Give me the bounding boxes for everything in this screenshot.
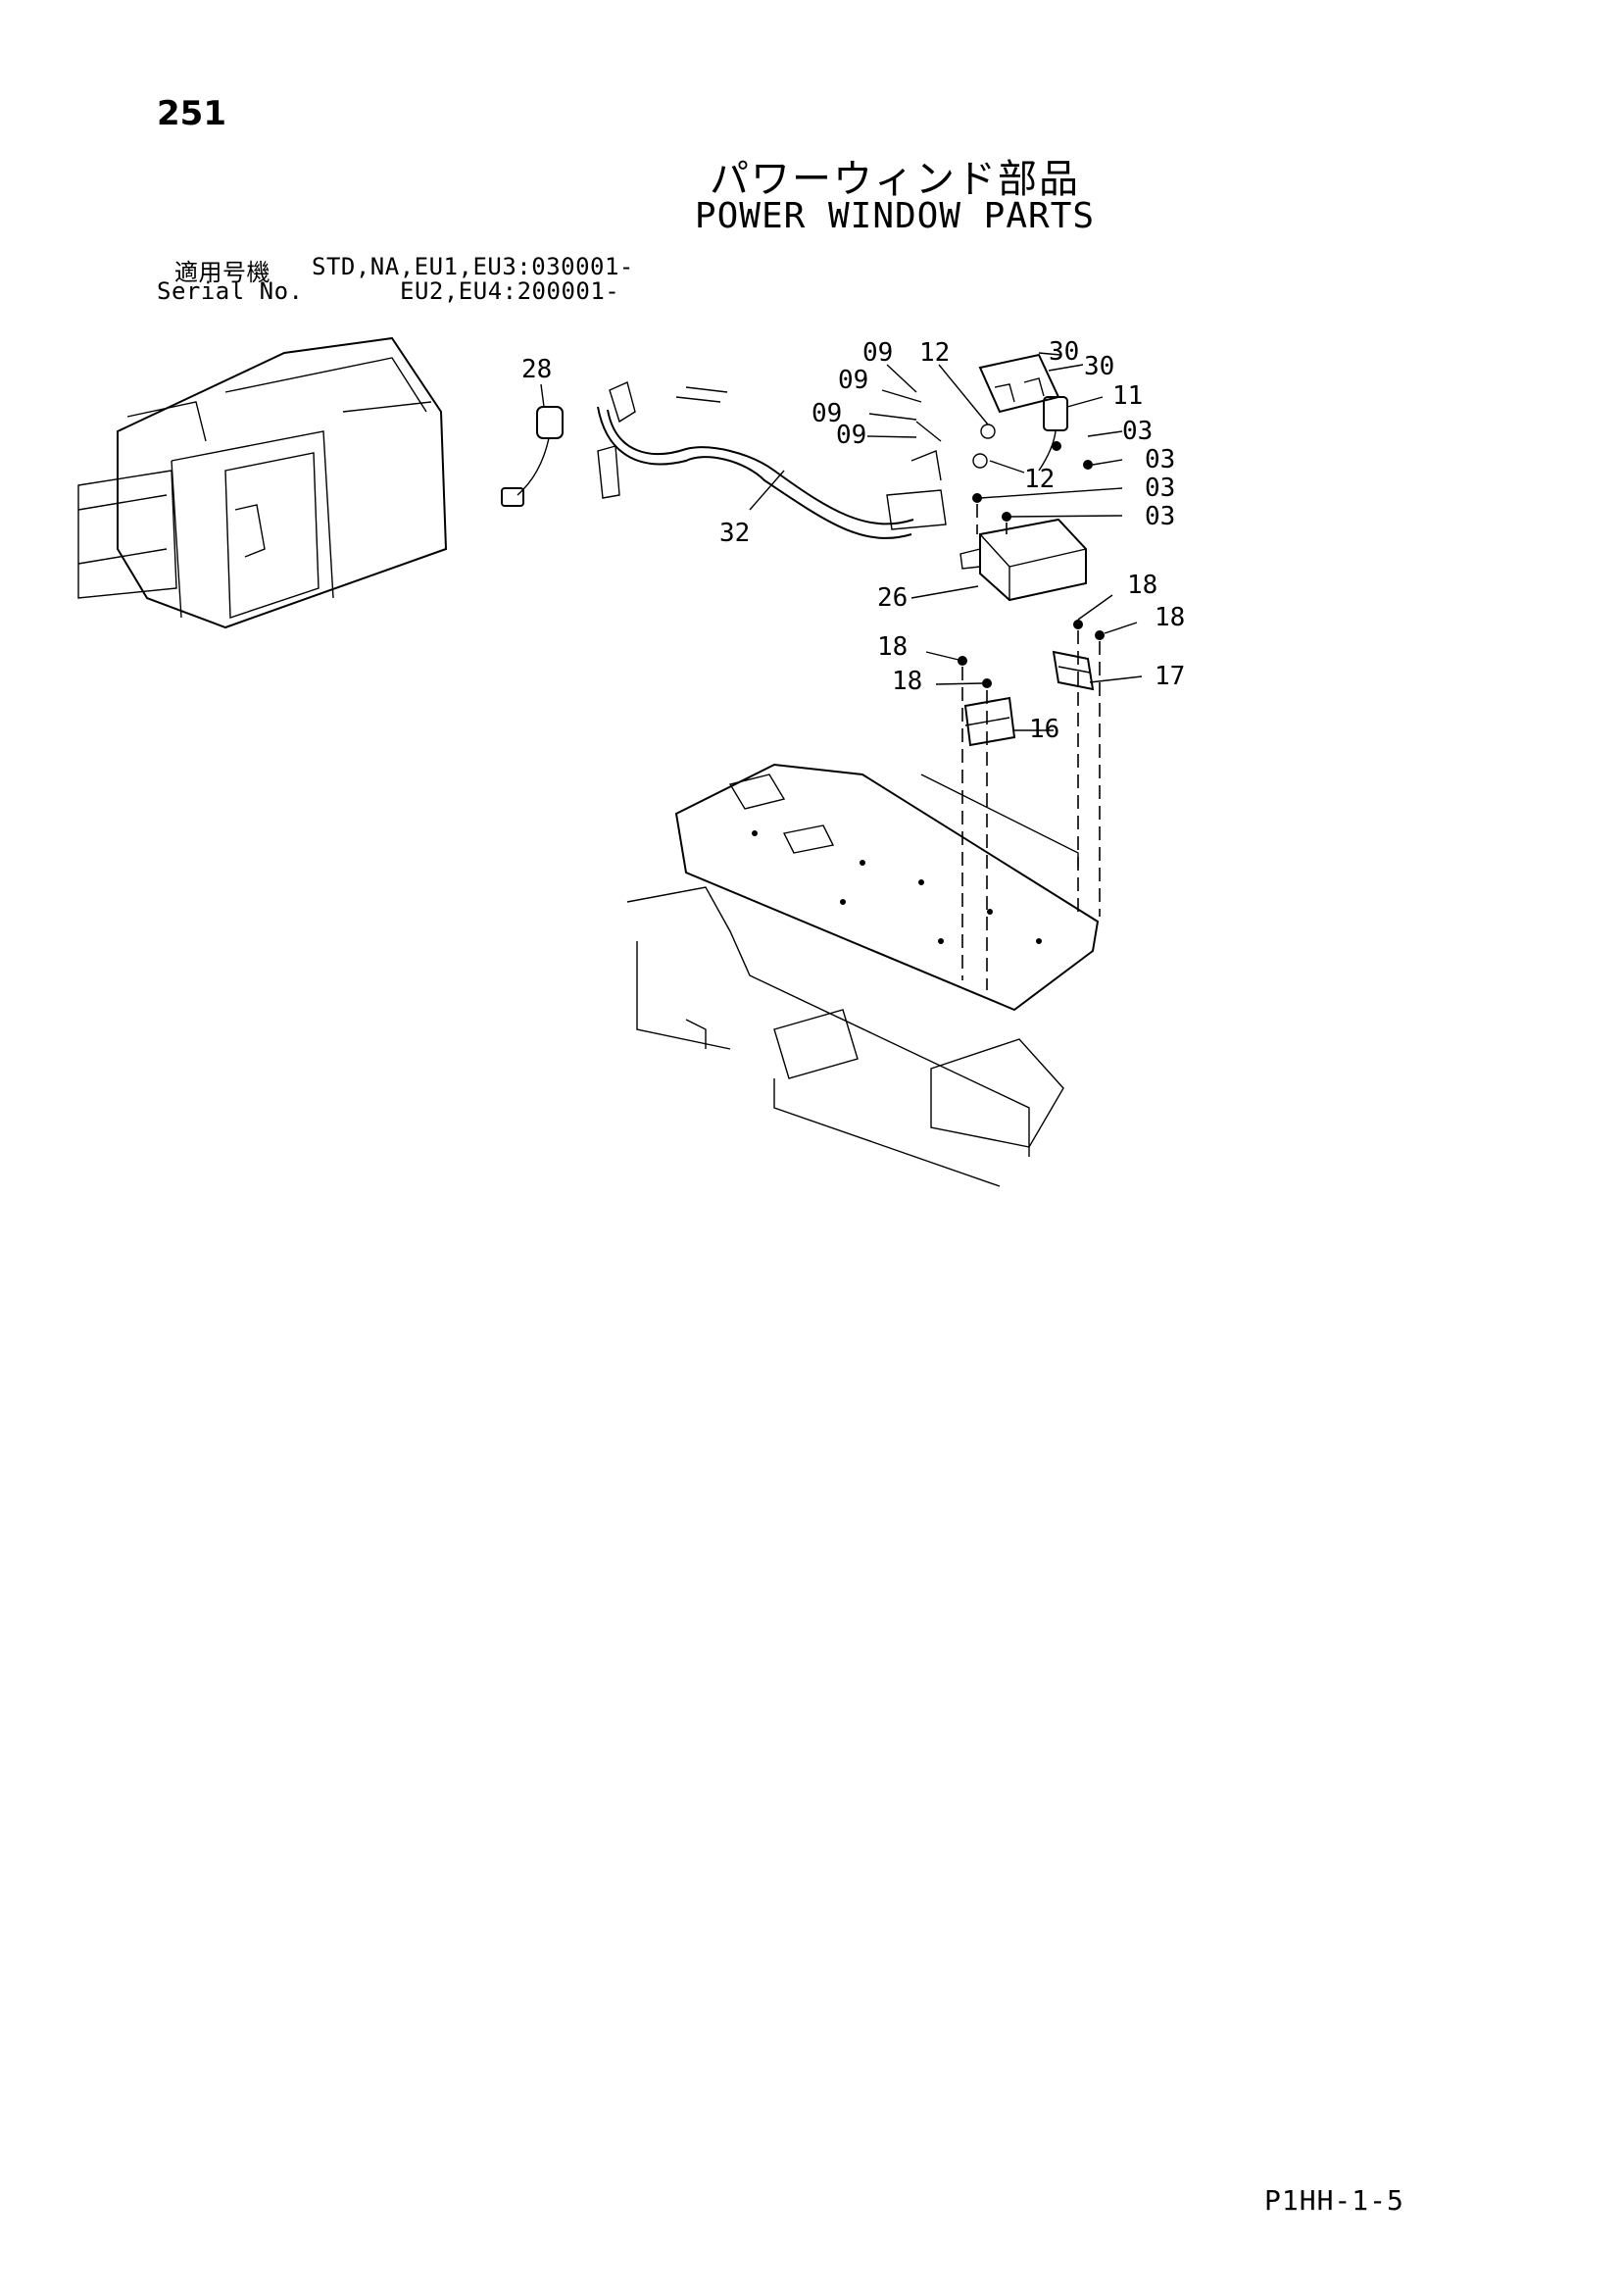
document-code: P1HH-1-5 [1264,2184,1404,2217]
callout-12-b: 12 [1024,465,1055,494]
callout-18-d: 18 [1155,603,1185,632]
bolts [958,441,1105,688]
callout-28: 28 [521,355,552,384]
callout-32: 32 [719,519,750,548]
serial-label-japanese: 適用号機 [174,259,270,286]
callout-12-a: 12 [919,338,950,368]
callout-30-a: 30 [1049,337,1079,367]
serial-range-line2: EU2,EU4:200001- [400,277,620,305]
page-number: 251 [157,94,226,133]
callout-labels: 28 32 09 09 09 09 12 12 30 30 11 03 03 0… [521,337,1185,744]
bracket-16 [963,696,1016,747]
title-english: POWER WINDOW PARTS [694,196,1096,236]
callout-17: 17 [1155,662,1185,691]
callout-03-a: 03 [1122,417,1153,446]
callout-11: 11 [1112,381,1143,411]
title-japanese: パワーウィンド部品 [710,157,1080,202]
leader-lines [540,352,1143,731]
callout-18-b: 18 [892,667,922,696]
callout-09-c: 09 [812,399,842,428]
control-unit-box [959,518,1087,602]
callout-09-d: 09 [836,421,866,450]
bracket-17 [1052,650,1095,691]
wire-harness [501,381,947,539]
callout-09-b: 09 [838,366,868,395]
serial-range-line1: STD,NA,EU1,EU3:030001- [312,253,634,280]
callout-26: 26 [877,583,908,613]
serial-label-english: Serial No. [157,277,304,305]
callout-03-d: 03 [1145,502,1175,531]
cab-floor-plate [626,763,1100,1187]
callout-30-b: 30 [1084,352,1114,381]
excavator-cab-overview [77,336,448,629]
callout-16: 16 [1029,715,1059,744]
callout-18-c: 18 [1127,571,1157,600]
callout-03-b: 03 [1145,445,1175,474]
callout-03-c: 03 [1145,474,1175,503]
callout-09-a: 09 [862,338,893,368]
window-switch-assembly [972,353,1068,472]
alignment-lines [961,504,1101,990]
callout-18-a: 18 [877,632,908,662]
